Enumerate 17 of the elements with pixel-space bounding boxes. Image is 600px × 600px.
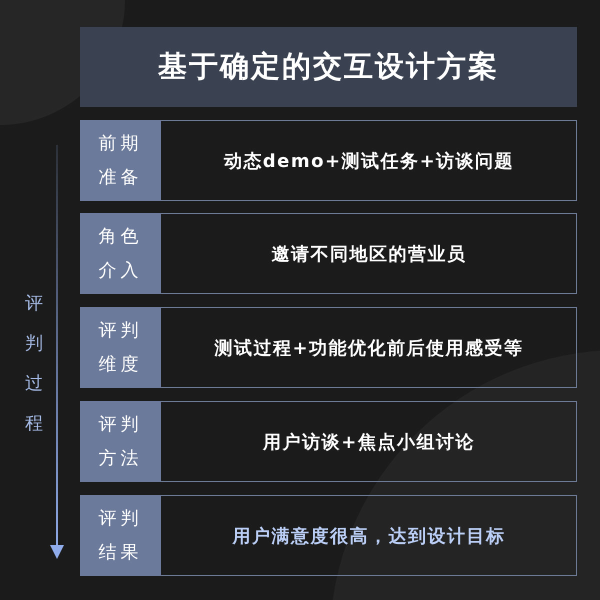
- step-description: 测试过程+功能优化前后使用感受等: [214, 336, 524, 360]
- step-label: 评判方法: [80, 401, 161, 482]
- step-label: 评判结果: [80, 495, 161, 576]
- step-label: 前期准备: [80, 120, 161, 201]
- process-row: [80, 401, 577, 482]
- step-description: 用户满意度很高，达到设计目标: [232, 524, 506, 548]
- step-description: 动态demo+测试任务+访谈问题: [224, 150, 514, 172]
- process-row: [80, 495, 577, 576]
- process-row: [80, 120, 577, 201]
- title-banner: 基于确定的交互设计方案: [80, 27, 577, 107]
- step-description: 邀请不同地区的营业员: [272, 242, 466, 266]
- step-label: 评判维度: [80, 307, 161, 388]
- step-description: 用户访谈+焦点小组讨论: [263, 430, 475, 454]
- process-row: [80, 307, 577, 388]
- step-label: 角色介入: [80, 213, 161, 294]
- vertical-label: 评判过程: [24, 292, 44, 436]
- process-row: [80, 213, 577, 294]
